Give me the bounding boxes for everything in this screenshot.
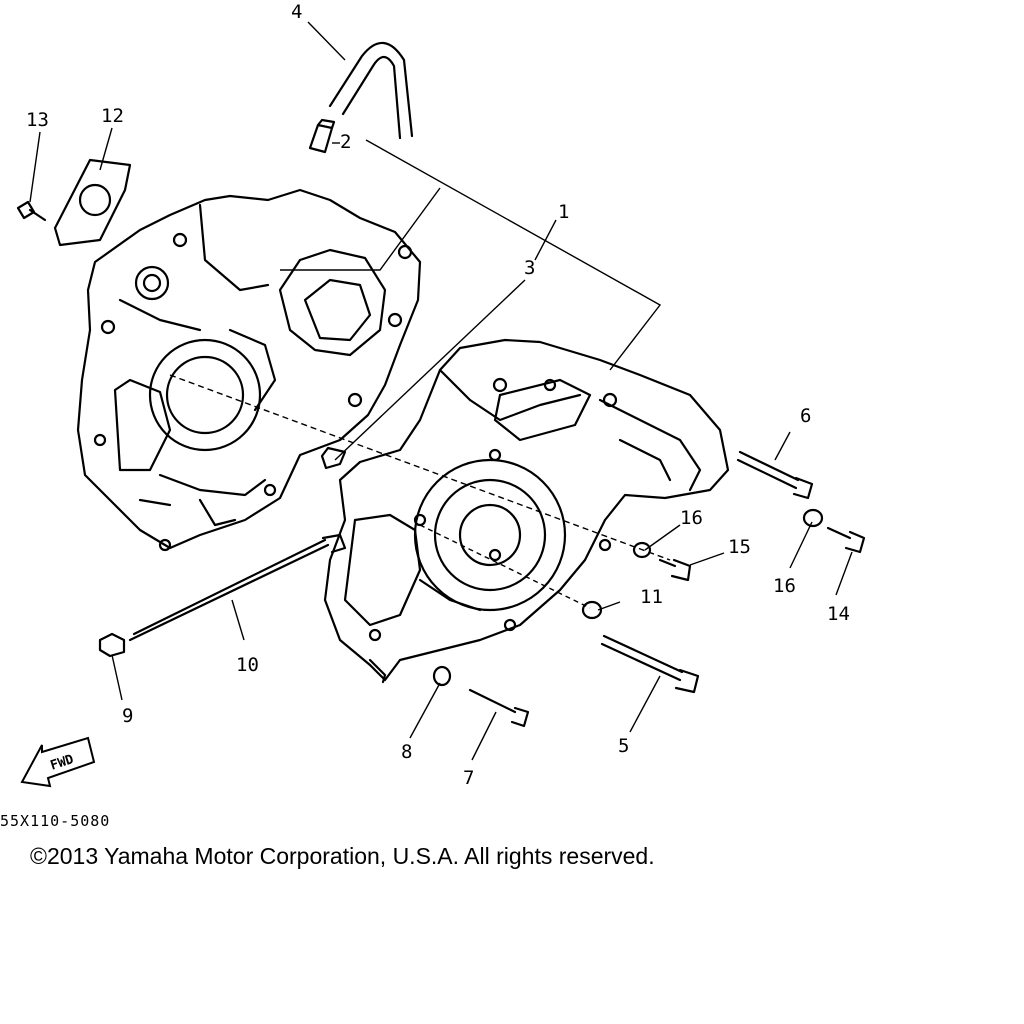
breather-hose [328,41,414,140]
plate-hole [78,183,112,217]
callout-14: 14 [827,603,850,625]
callout-16-right: 16 [773,575,796,597]
bolt-5 [600,634,700,694]
crankcase-left-half [76,188,422,552]
screw-13 [16,200,47,222]
washer-16-right [802,508,824,528]
washer-16-middle [632,541,652,559]
crankcase-right-half [323,338,730,684]
dowel-pin-2 [308,118,336,154]
bearing-plate [53,158,132,247]
washer-8 [432,665,452,687]
nut-9 [98,632,126,658]
dowel-pin-3 [320,446,347,470]
callout-15: 15 [728,536,751,558]
callout-11: 11 [640,586,663,608]
callout-4: 4 [291,1,302,23]
o-ring-11 [581,600,603,620]
callout-7: 7 [463,767,474,789]
long-bolt-10 [128,533,347,642]
copyright-notice: ©2013 Yamaha Motor Corporation, U.S.A. A… [30,843,655,869]
callout-10: 10 [236,654,259,676]
callout-13: 13 [26,109,49,131]
callout-6: 6 [800,405,811,427]
forward-direction-arrow: FWD [20,736,96,788]
bolt-6 [736,450,814,500]
callout-1: 1 [558,201,569,223]
callout-5: 5 [618,735,629,757]
callout-16-middle: 16 [680,507,703,529]
callout-3: 3 [524,257,535,279]
fwd-label: FWD [49,752,76,774]
callout-8: 8 [401,741,412,763]
callout-12: 12 [101,105,124,127]
callout-9: 9 [122,705,133,727]
bolt-7 [468,688,530,728]
diagram-code: 55X110-5080 [0,812,111,830]
bolt-14 [826,526,866,554]
bolt-15 [658,558,692,582]
callout-2: 2 [340,131,351,153]
